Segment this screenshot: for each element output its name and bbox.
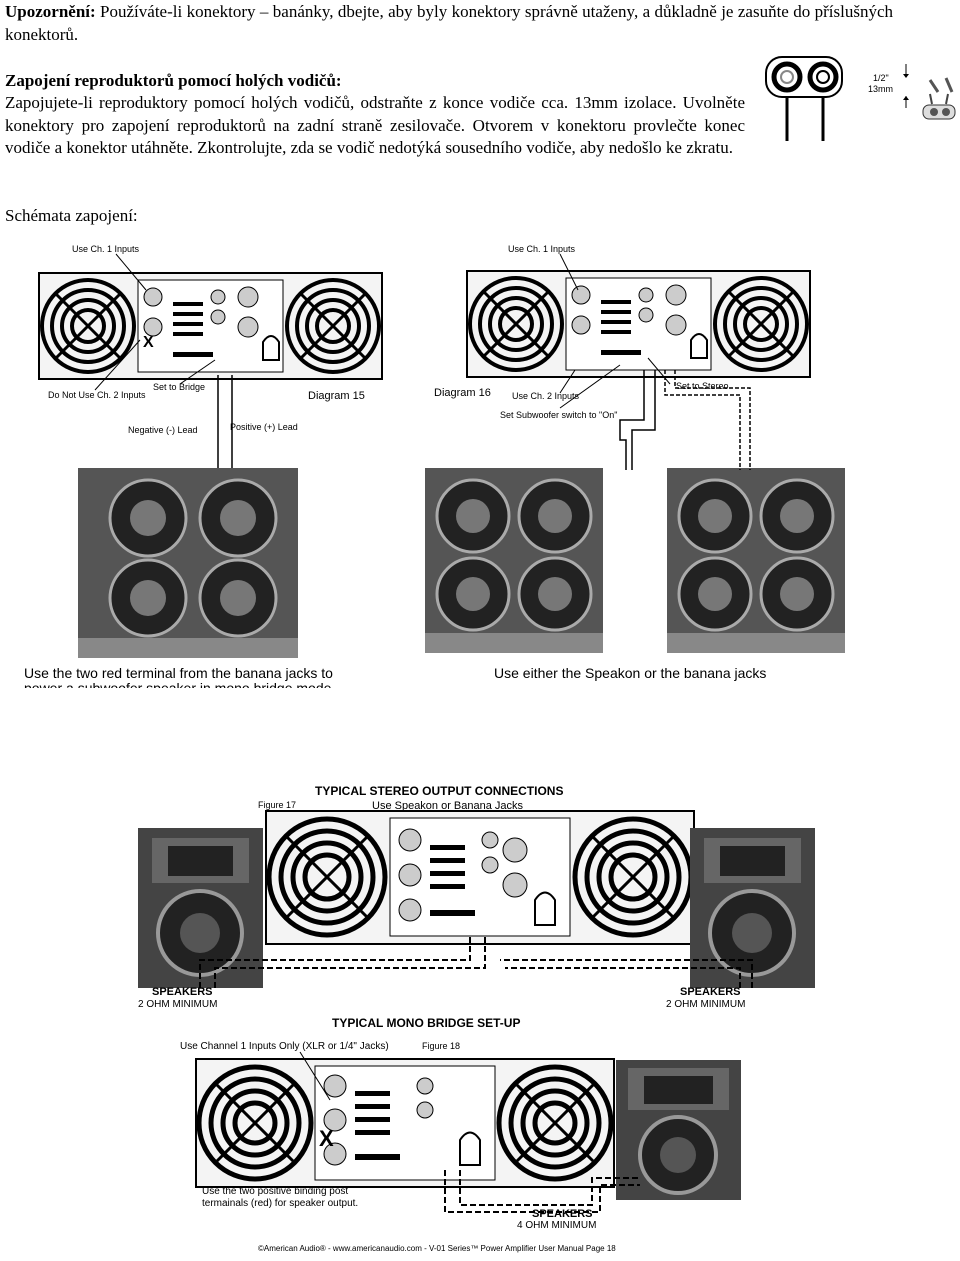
d15-set-bridge: Set to Bridge: [153, 382, 206, 392]
strip-label-in: 1/2": [873, 73, 889, 83]
d15-use-ch1: Use Ch. 1 Inputs: [72, 244, 140, 254]
diagram15-amplifier: X: [38, 272, 383, 380]
fig17-title: TYPICAL STEREO OUTPUT CONNECTIONS: [315, 784, 564, 798]
d16-set-stereo: Set to Stereo: [676, 381, 729, 391]
d15-negative: Negative (-) Lead: [128, 425, 198, 435]
svg-text:X: X: [143, 334, 154, 351]
diagram15-subwoofer: [78, 468, 298, 658]
fig17-speaker-right: [690, 828, 815, 988]
fig18-label: Figure 18: [422, 1041, 461, 1051]
d16-title: Diagram 16: [434, 387, 491, 399]
schemes-heading: Schémata zapojení:: [5, 206, 138, 225]
svg-text:X: X: [319, 1126, 334, 1151]
d15-no-ch2: Do Not Use Ch. 2 Inputs: [48, 390, 146, 400]
fig17-speakers-right: SPEAKERS: [680, 986, 741, 998]
fig18-speakers: SPEAKERS: [532, 1208, 593, 1220]
d15-positive: Positive (+) Lead: [230, 422, 298, 432]
terminal-illustration: [765, 56, 843, 141]
fig17-min-right: 2 OHM MINIMUM: [666, 999, 746, 1010]
fig17-min-left: 2 OHM MINIMUM: [138, 999, 218, 1010]
d16-sub-switch: Set Subwoofer switch to "On": [500, 410, 618, 420]
fig18-inputs-note: Use Channel 1 Inputs Only (XLR or 1/4" J…: [180, 1041, 389, 1052]
warning-paragraph: Upozornění: Používáte-li konektory – ban…: [5, 1, 893, 46]
fig18-title: TYPICAL MONO BRIDGE SET-UP: [332, 1016, 521, 1030]
fig18-speaker: [616, 1060, 741, 1200]
page-footer: ©American Audio® - www.americanaudio.com…: [258, 1244, 616, 1253]
fig17-label: Figure 17: [258, 800, 297, 810]
fig18-amplifier: X: [195, 1058, 615, 1188]
fig18-min: 4 OHM MINIMUM: [517, 1220, 597, 1231]
fig18-binding-line1: Use the two positive binding post: [202, 1186, 349, 1197]
diagram16-amplifier: [466, 270, 811, 378]
diagram16-cabinet-left: [425, 468, 603, 653]
d15-caption-line1: Use the two red terminal from the banana…: [24, 665, 333, 681]
d16-use-ch1: Use Ch. 1 Inputs: [508, 244, 576, 254]
warning-text: Používáte-li konektory – banánky, dbejte…: [5, 2, 893, 44]
wire-strip-icon: [903, 64, 956, 120]
d16-use-ch2: Use Ch. 2 Inputs: [512, 391, 580, 401]
diagram16-cabinet-right: [667, 468, 845, 653]
d16-leads: [559, 253, 751, 470]
d16-caption: Use either the Speakon or the banana jac…: [494, 665, 767, 681]
wiring-body: Zapojujete-li reproduktory pomocí holých…: [5, 93, 745, 157]
fig17-subtitle: Use Speakon or Banana Jacks: [372, 800, 524, 812]
d15-leads: [94, 253, 233, 470]
fig17-speaker-left: [138, 828, 263, 988]
d15-title: Diagram 15: [308, 390, 365, 402]
fig17-amplifier: [265, 810, 695, 945]
warning-label: Upozornění:: [5, 2, 96, 21]
d15-caption-line2: power a subwoofer speaker in mono bridge…: [24, 680, 332, 688]
wiring-heading: Zapojení reproduktorů pomocí holých vodi…: [5, 71, 342, 90]
fig17-speakers-left: SPEAKERS: [152, 986, 213, 998]
strip-label-mm: 13mm: [868, 84, 894, 94]
fig18-binding-line2: termainals (red) for speaker output.: [202, 1198, 359, 1209]
